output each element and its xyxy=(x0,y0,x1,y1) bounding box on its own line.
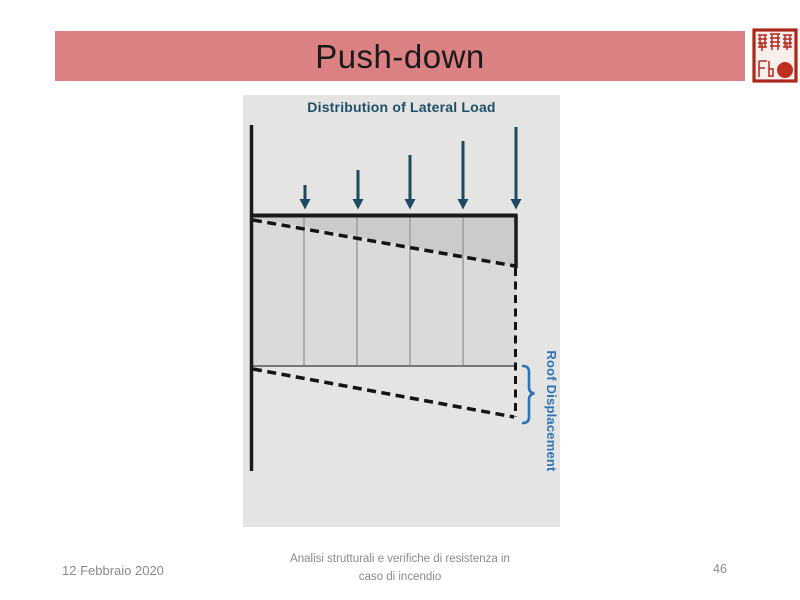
load-arrow xyxy=(299,185,311,210)
footer-subtitle: Analisi strutturali e verifiche di resis… xyxy=(250,551,550,587)
pushover-diagram: Roof Displacement xyxy=(249,125,559,472)
footer-subtitle-line1: Analisi strutturali e verifiche di resis… xyxy=(290,553,510,565)
column-lines xyxy=(303,217,464,365)
load-arrow xyxy=(510,127,522,210)
seal-stamp-icon xyxy=(752,28,798,83)
load-arrow xyxy=(404,155,416,210)
load-arrow xyxy=(352,170,364,210)
page-number: 46 xyxy=(713,562,727,576)
footer-date: 12 Febbraio 2020 xyxy=(62,563,164,578)
deflected-base-dashed xyxy=(252,367,515,419)
roof-displacement-label: Roof Displacement xyxy=(544,350,559,472)
load-arrows xyxy=(299,127,522,210)
slide-title: Push-down xyxy=(315,37,485,75)
diagram-title: Distribution of Lateral Load xyxy=(307,99,496,115)
load-arrow xyxy=(457,141,469,210)
title-bar: Push-down xyxy=(55,31,745,81)
deflected-roof-dashed xyxy=(252,218,516,268)
footer-subtitle-line2: caso di incendio xyxy=(358,570,442,583)
roof-displacement-brace xyxy=(521,364,535,425)
diagram-panel: Distribution of Lateral Load xyxy=(243,95,560,527)
